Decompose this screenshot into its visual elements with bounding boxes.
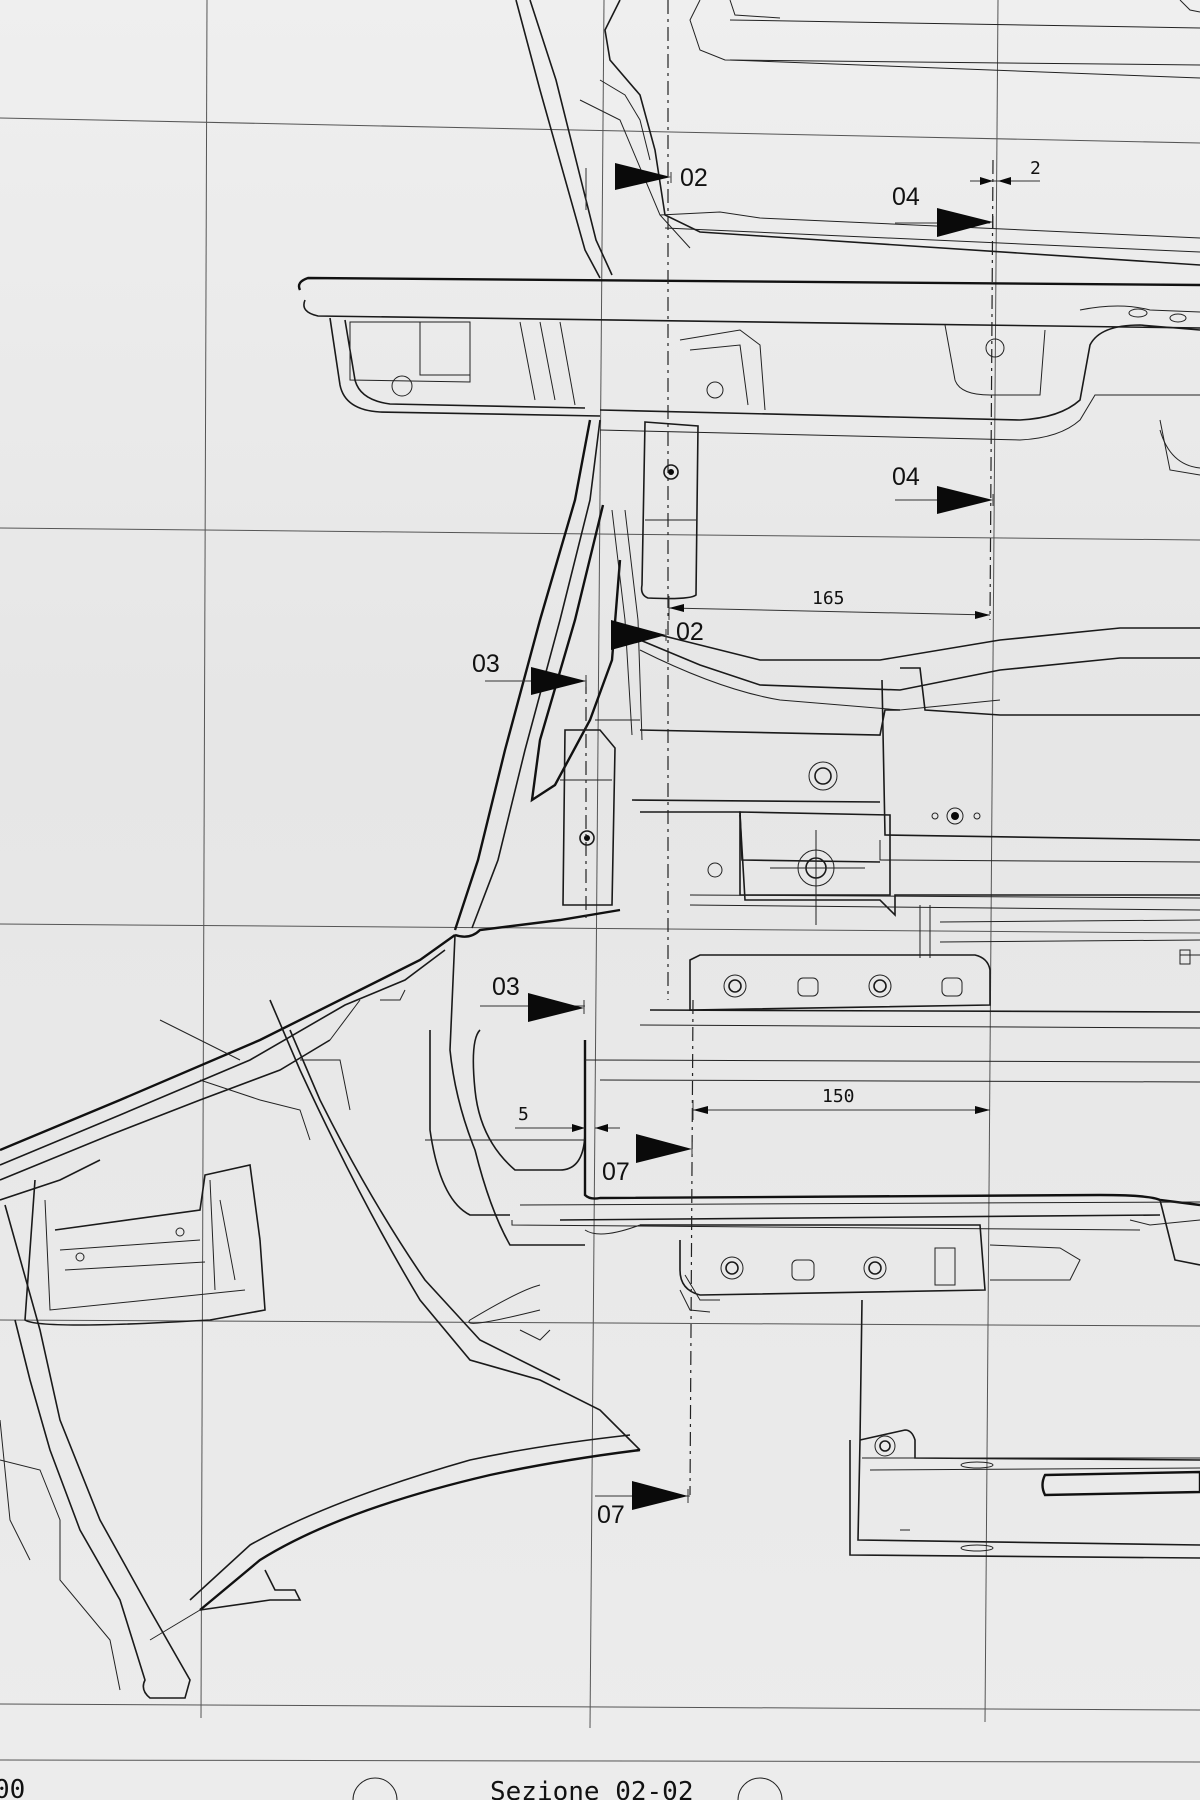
section-marker-03-lower: 03 (480, 973, 585, 1022)
floor-sill-structure (595, 627, 1200, 917)
slotted-mounting-plate (689, 949, 1200, 1011)
wheel-arch-fender (0, 934, 641, 1699)
marker-label: 04 (892, 463, 920, 491)
main-sill-beam (425, 908, 1200, 1266)
section-centerlines (585, 0, 994, 1496)
marker-label: 02 (680, 164, 708, 192)
marker-label: 03 (472, 650, 500, 678)
marker-label: 04 (892, 183, 920, 211)
lower-sill-flange (640, 1224, 1081, 1313)
upper-cowl-panel (515, 0, 1200, 279)
marker-label: 07 (602, 1158, 630, 1186)
dimension-value: 5 (518, 1104, 529, 1125)
dimension-2: 2 (970, 158, 1041, 185)
section-title: Sezione 02-02 (490, 1777, 694, 1800)
section-marker-02-upper: 02 (585, 163, 708, 210)
dimension-value: 2 (1030, 158, 1041, 179)
a-pillar-side (453, 419, 699, 931)
dimension-5: 5 (515, 1104, 620, 1132)
section-marker-07-upper: 07 (602, 1134, 693, 1186)
corner-number: 00 (0, 1775, 25, 1800)
floor-bracket (849, 1299, 1200, 1559)
marker-label: 03 (492, 973, 520, 1001)
dimension-value: 165 (812, 588, 845, 609)
section-marker-07-lower: 07 (595, 1481, 690, 1529)
upper-cross-beam (297, 276, 1200, 476)
section-marker-03-upper: 03 (472, 650, 587, 695)
section-marker-02-lower: 02 (611, 618, 704, 650)
dimension-value: 150 (822, 1086, 855, 1107)
section-marker-04-lower: 04 (892, 463, 994, 514)
marker-label: 02 (676, 618, 704, 646)
hinge-bracket (689, 811, 1200, 958)
drawing-footer: Sezione 02-02 00 (0, 1759, 1200, 1800)
dimension-150: 150 (692, 1086, 990, 1120)
dimension-165: 165 (668, 588, 991, 620)
section-marker-04-upper: 04 (892, 183, 994, 237)
marker-label: 07 (597, 1501, 625, 1529)
